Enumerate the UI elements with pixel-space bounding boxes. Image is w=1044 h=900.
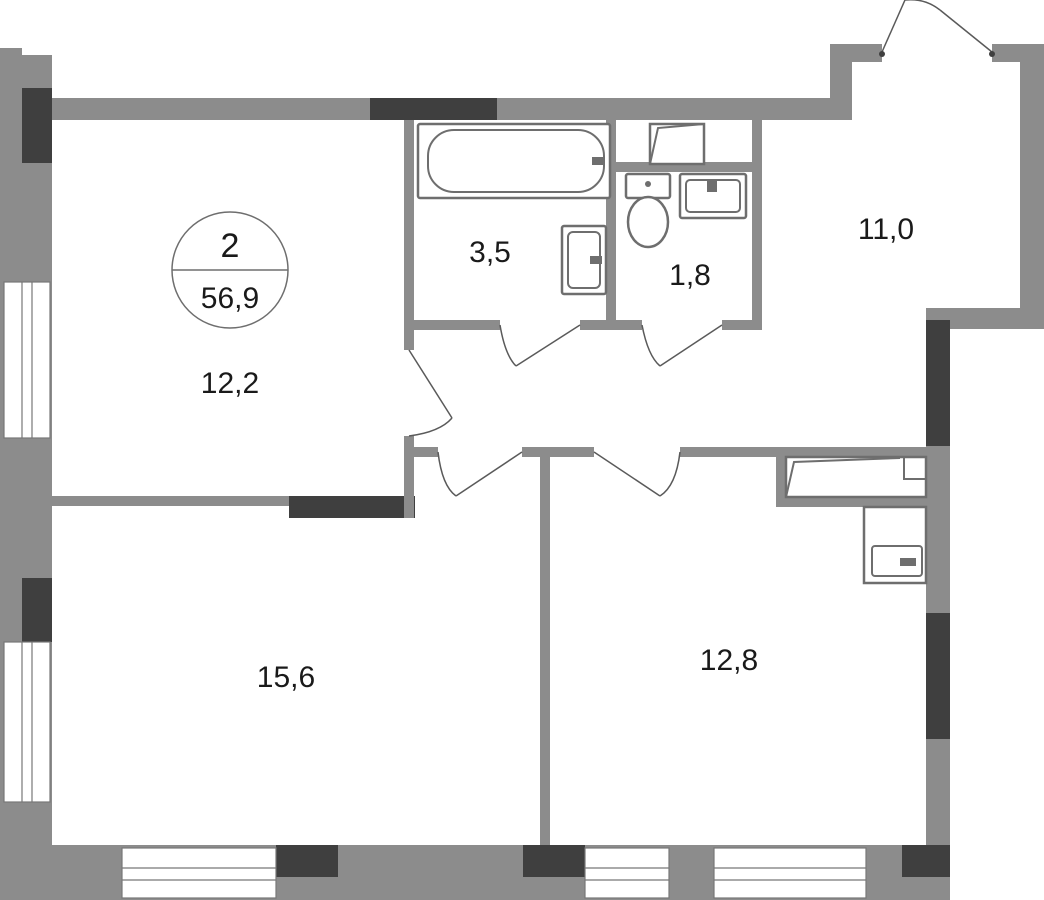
room-area-bathroom: 3,5 xyxy=(469,236,511,269)
room-area-living-room: 15,6 xyxy=(257,661,315,694)
room-area-toilet: 1,8 xyxy=(669,259,711,292)
kitchen-sink-icon xyxy=(862,505,928,585)
living-room-door xyxy=(437,451,523,497)
rooms-count: 2 xyxy=(221,227,240,265)
bathroom-sink-icon xyxy=(560,224,608,296)
toilet-door xyxy=(641,324,723,367)
windows xyxy=(3,281,867,899)
bathtub-icon xyxy=(416,122,612,200)
apartment-badge: 2 56,9 xyxy=(171,211,289,329)
total-area: 56,9 xyxy=(201,282,259,315)
doors xyxy=(408,0,995,497)
interior-walls xyxy=(52,120,926,845)
room-labels: 12,2 3,5 1,8 11,0 15,6 12,8 xyxy=(201,213,914,694)
room-area-hall: 11,0 xyxy=(858,213,914,246)
kitchen-counter-icon xyxy=(784,455,928,499)
room-area-kitchen: 12,8 xyxy=(700,644,758,677)
entrance-door xyxy=(879,0,995,57)
room-area-bedroom: 12,2 xyxy=(201,367,259,400)
toilet-sink-icon xyxy=(678,172,748,220)
bedroom-door xyxy=(408,349,453,437)
kitchen-door xyxy=(593,451,681,497)
toilet-icon xyxy=(624,172,672,249)
bathroom-door xyxy=(499,324,581,367)
washing-machine-icon xyxy=(648,122,706,166)
structural-wall-segments xyxy=(22,88,950,877)
